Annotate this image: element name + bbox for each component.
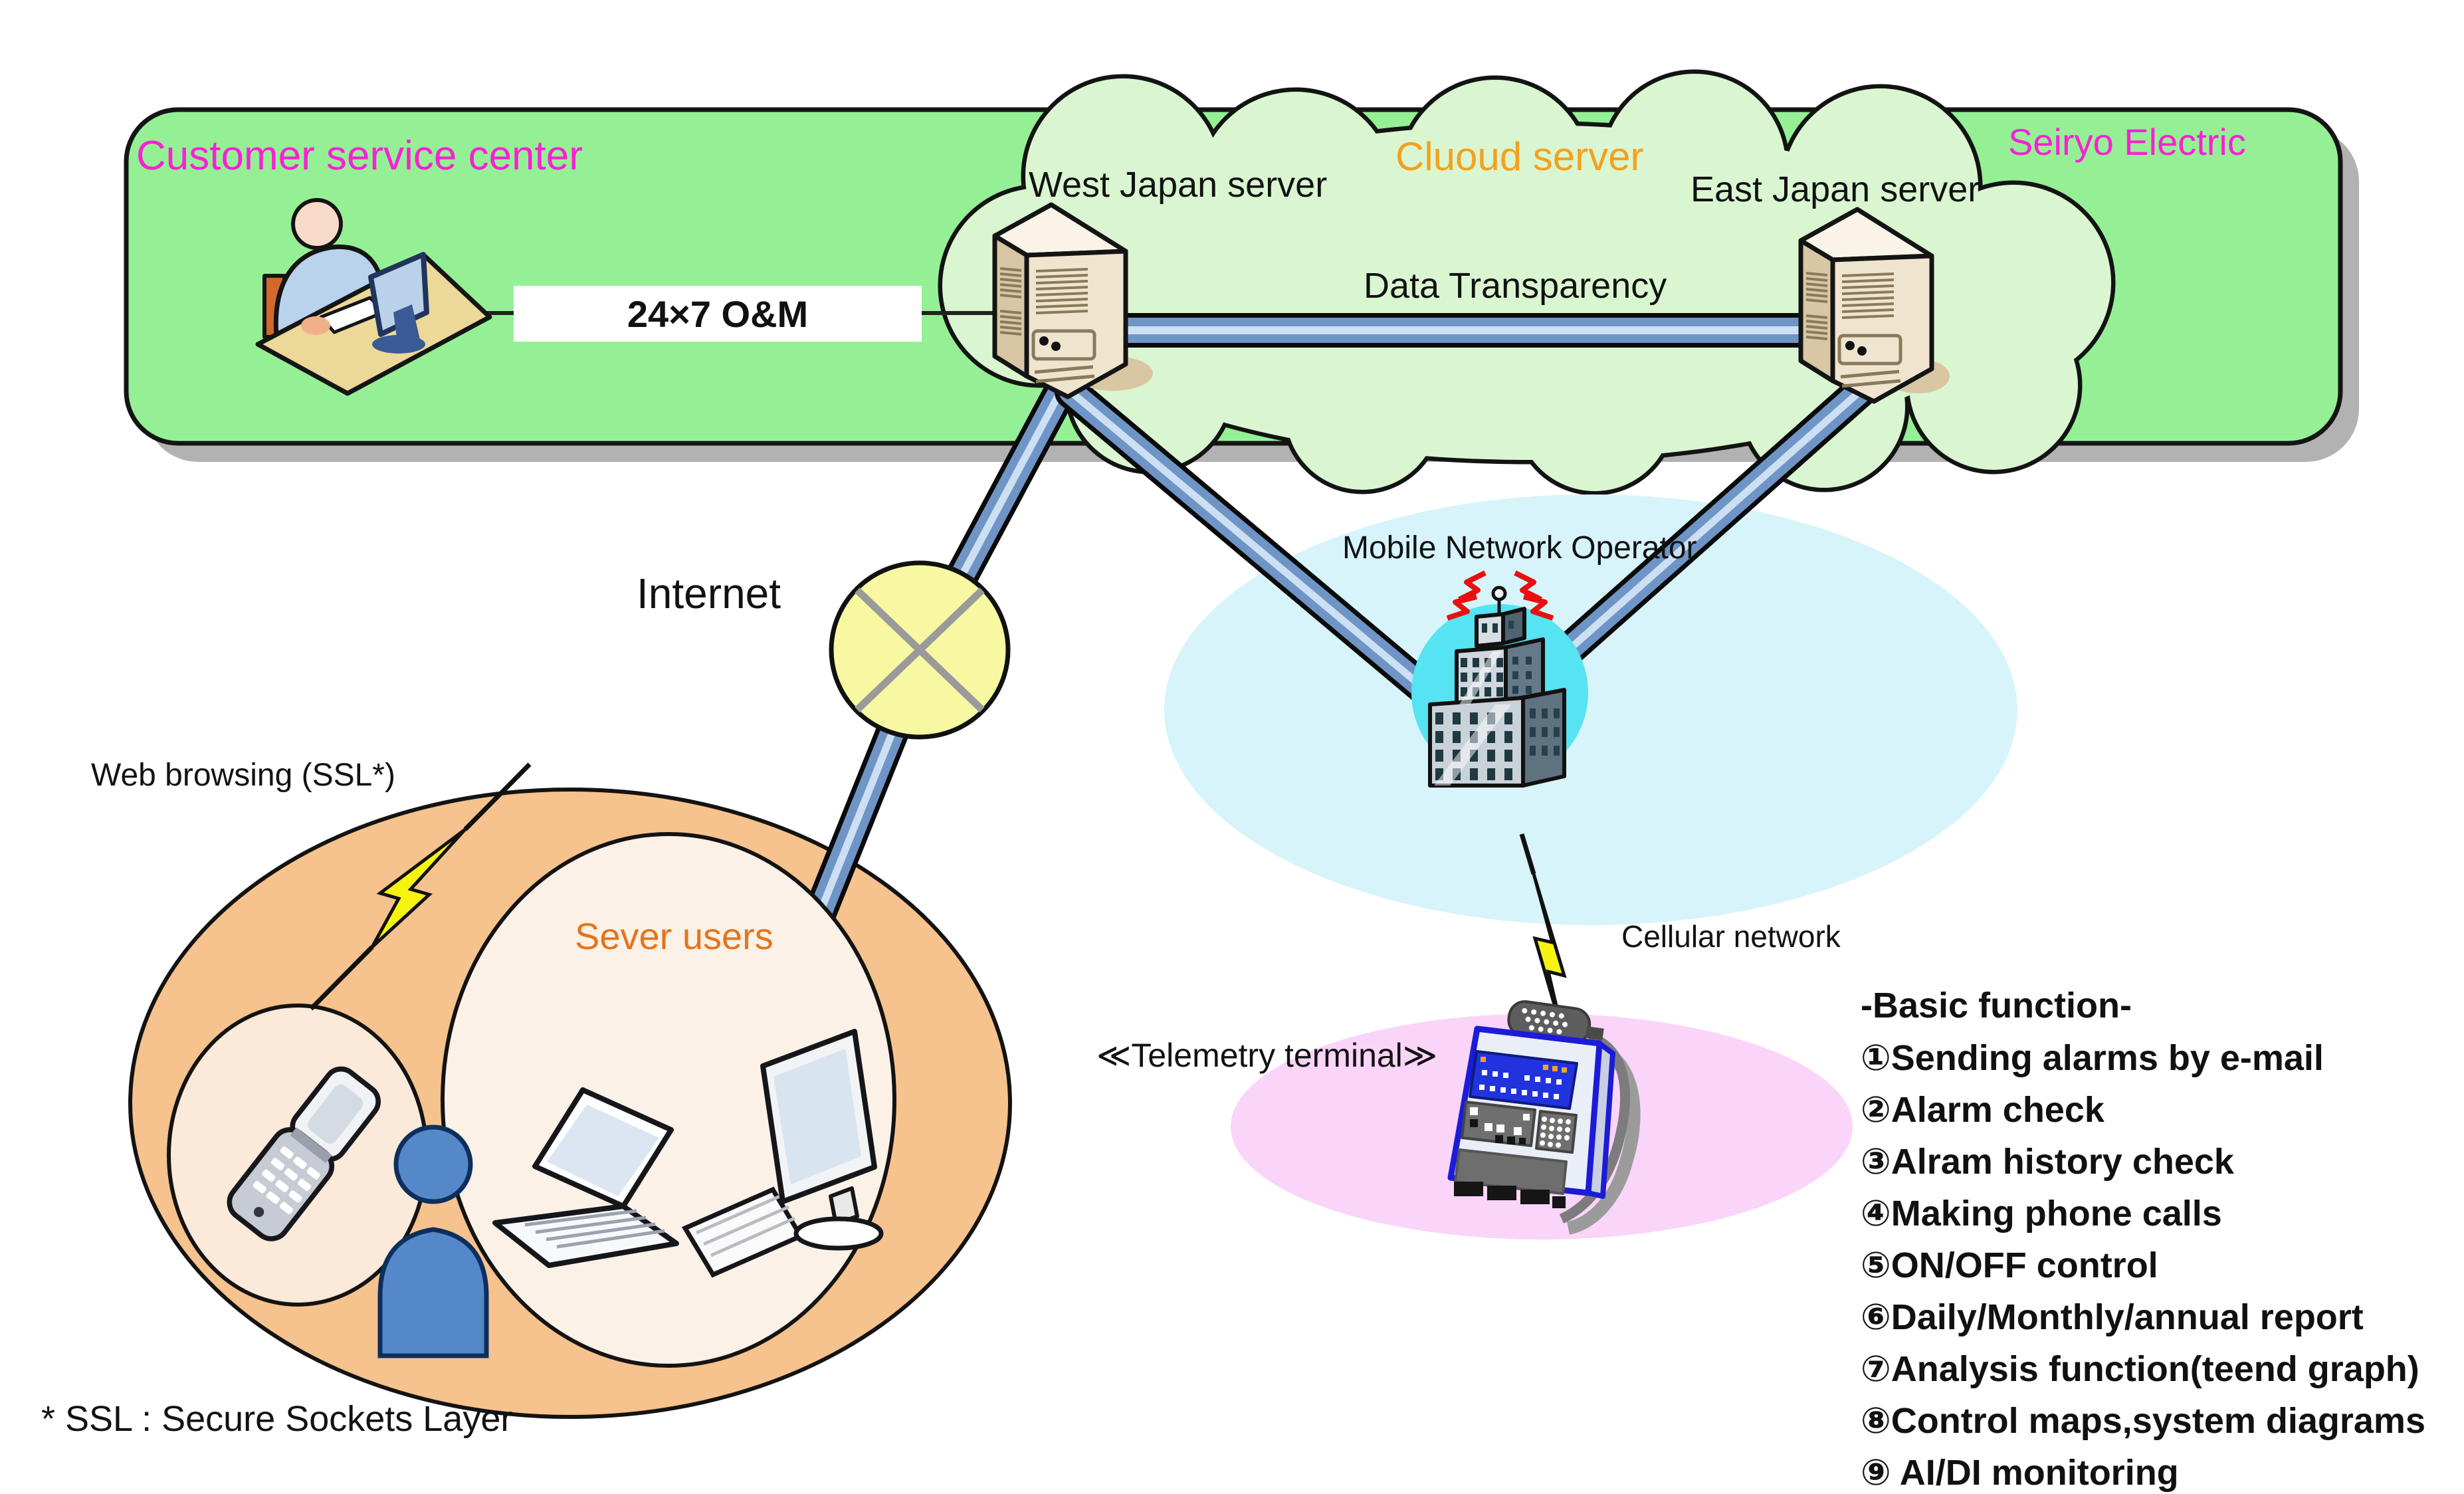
basic-function-item: ⑤ON/OFF control (1861, 1245, 2158, 1285)
mobile-operator-building-icon (1428, 570, 1566, 788)
pipe-east-to-operator (1532, 374, 1877, 685)
web-browsing-bolt-icon (309, 762, 532, 1011)
telemetry-device-icon (1447, 1000, 1641, 1235)
internet-node-icon (829, 560, 1011, 740)
cellular-coverage-ellipse (1164, 494, 2017, 925)
basic-function-item: ⑧Control maps,system diagrams (1861, 1401, 2425, 1441)
cloud-server-title: Cluoud server (1395, 134, 1644, 179)
basic-function-item: ③Alram history check (1861, 1142, 2234, 1182)
seiryo-electric-label: Seiryo Electric (2008, 121, 2246, 163)
data-transparency-label: Data Transparency (1364, 266, 1667, 306)
monitor-icon (760, 1029, 884, 1251)
operator-hand (301, 316, 330, 335)
web-browsing-label: Web browsing (SSL*) (91, 758, 395, 793)
sever-users-label: Sever users (575, 915, 773, 957)
basic-function-title: -Basic function- (1861, 986, 2132, 1025)
internet-label: Internet (637, 570, 781, 617)
basic-function-item: ⑥Daily/Monthly/annual report (1861, 1297, 2364, 1337)
customer-service-center-label: Customer service center (136, 133, 583, 179)
basic-function-list: -Basic function- ①Sending alarms by e-ma… (1861, 985, 2425, 1494)
basic-function-item: ⑦Analysis function(teend graph) (1861, 1349, 2419, 1389)
laptop-icon (492, 1087, 679, 1268)
device-screen (1469, 1050, 1578, 1110)
person-at-desk-icon (255, 198, 492, 396)
basic-function-item: ⑨ AI/DI monitoring (1861, 1453, 2179, 1493)
basic-function-item: ④Making phone calls (1861, 1194, 2222, 1233)
east-server-icon (1798, 207, 1934, 404)
radio-waves-icon (1446, 570, 1554, 621)
basic-function-item: ①Sending alarms by e-mail (1861, 1038, 2324, 1078)
west-server-icon (992, 202, 1128, 399)
east-japan-server-label: East Japan server (1691, 169, 1980, 209)
cellular-network-label: Cellular network (1621, 919, 1841, 954)
telemetry-terminal-label: ≪Telemetry terminal≫ (1096, 1037, 1438, 1074)
pipe-west-to-operator (1055, 375, 1495, 751)
om-badge: 24×7 O&M (514, 286, 922, 342)
monitor-base (372, 335, 425, 354)
west-japan-server-label: West Japan server (1029, 165, 1328, 205)
basic-function-item: ②Alarm check (1861, 1090, 2105, 1130)
user-silhouette-icon (377, 1124, 489, 1358)
operator-head (291, 198, 343, 250)
flip-phone-icon (227, 1066, 381, 1241)
ssl-footnote: * SSL : Secure Sockets Layer (41, 1399, 513, 1439)
mobile-network-operator-label: Mobile Network Operator (1342, 530, 1697, 566)
desk-icon (255, 254, 492, 396)
